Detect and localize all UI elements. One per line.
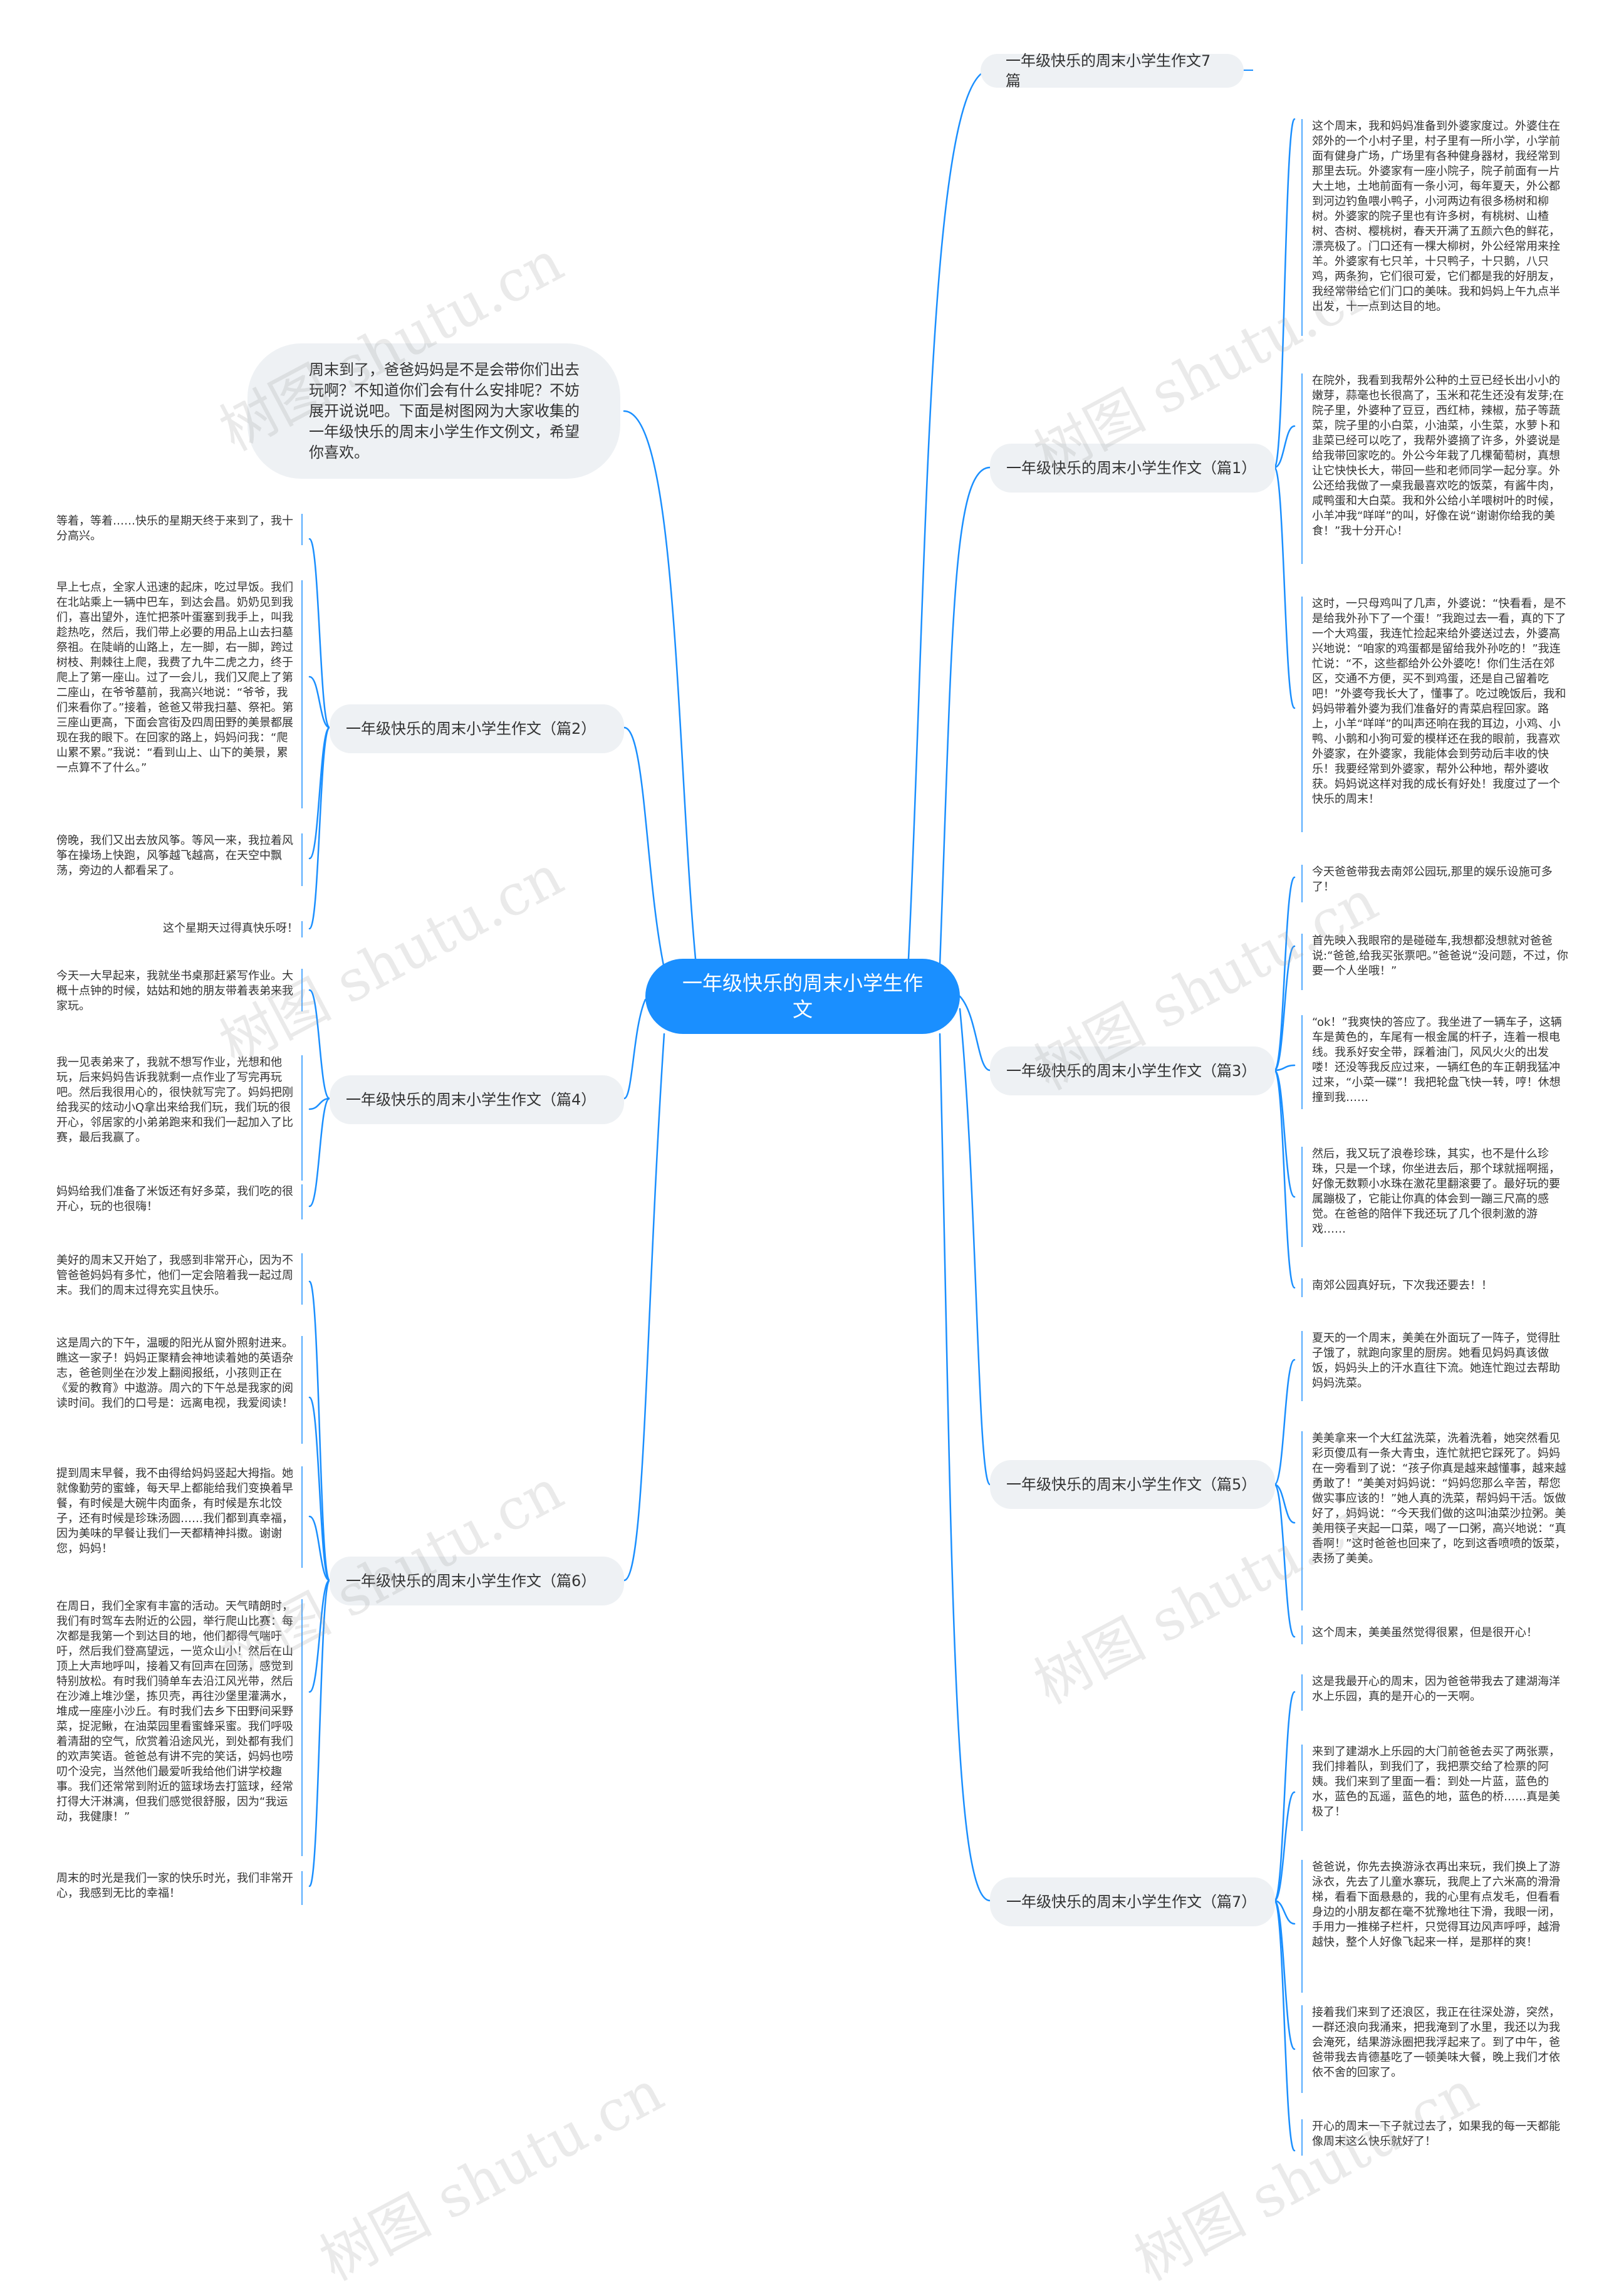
title-node-label: 一年级快乐的周末小学生作文7篇 [1006,52,1211,90]
root-topic-label: 一年级快乐的周末小学生作文 [682,971,923,1021]
leaf-p6-1: 美好的周末又开始了，我感到非常开心，因为不管爸爸妈妈有多忙，他们一定会陪着我一起… [56,1254,293,1297]
leaf-p2-4: 这个星期天过得真快乐呀！ [163,922,298,935]
leaf-p3-3: “ok！”我爽快的答应了。我坐进了一辆车子，这辆车是黄色的，车尾有一根金属的杆子… [1312,1016,1562,1104]
branch-p1[interactable]: 一年级快乐的周末小学生作文（篇1） [990,444,1275,493]
leaf-p5-3: 这个周末，美美虽然觉得很累，但是很开心！ [1312,1626,1538,1639]
leaf-p5-2: 美美拿来一个大红盆洗菜，洗着洗着，她突然看见彩页傻瓜有一条大青虫，连忙就把它踩死… [1312,1432,1566,1565]
leaf-p3-5: 南郊公园真好玩，下次我还要去！！ [1312,1279,1492,1292]
leaf-p2-3: 傍晚，我们又出去放风筝。等风一来，我拉着风筝在操场上快跑，风筝越飞越高，在天空中… [56,834,293,877]
leaf-p6-2: 这是周六的下午，温暖的阳光从窗外照射进来。瞧这一家子！妈妈正聚精会神地读着她的英… [56,1337,293,1410]
root-topic[interactable]: 一年级快乐的周末小学生作文 [645,959,960,1034]
leaf-p6-4: 在周日，我们全家有丰富的活动。天气晴朗时，我们有时驾车去附近的公园，举行爬山比赛… [56,1600,293,1824]
leaf-p7-2: 来到了建湖水上乐园的大门前爸爸去买了两张票，我们排着队，到我们了，我把票交给了检… [1312,1745,1560,1819]
leaf-p7-4: 接着我们来到了还浪区，我正在往深处游，突然，一群还浪向我涌来，把我淹到了水里，我… [1312,2006,1560,2079]
title-node[interactable]: 一年级快乐的周末小学生作文7篇 [981,52,1244,90]
intro-node[interactable]: 周末到了，爸爸妈妈是不是会带你们出去玩啊？不知道你们会有什么安排呢？不妨展开说说… [247,343,620,479]
leaf-p1-2: 在院外，我看到我帮外公种的土豆已经长出小小的嫩芽，蒜毫也长很高了，玉米和花生还没… [1312,374,1565,538]
leaf-p7-1: 这是我最开心的周末，因为爸爸带我去了建湖海洋水上乐园，真的是开心的一天啊。 [1312,1675,1560,1703]
leaf-p6-5: 周末的时光是我们一家的快乐时光，我们非常开心，我感到无比的幸福！ [56,1872,293,1900]
leaf-p4-2: 我一见表弟来了，我就不想写作业，光想和他玩，后来妈妈告诉我就剩一点作业了写完再玩… [56,1056,293,1144]
branch-p1-label: 一年级快乐的周末小学生作文（篇1） [1006,459,1257,477]
leaf-p3-1: 今天爸爸带我去南郊公园玩,那里的娱乐设施可多了！ [1312,865,1553,894]
leaf-p3-4: 然后，我又玩了浪卷珍珠，其实，也不是什么珍珠，只是一个球，你坐进去后，那个球就摇… [1312,1147,1560,1236]
branch-p3[interactable]: 一年级快乐的周末小学生作文（篇3） [990,1046,1275,1095]
branch-p7[interactable]: 一年级快乐的周末小学生作文（篇7） [990,1877,1275,1926]
branch-p2-label: 一年级快乐的周末小学生作文（篇2） [346,720,596,738]
leaf-p4-3: 妈妈给我们准备了米饭还有好多菜，我们吃的很开心，玩的也很嗨！ [56,1185,293,1213]
branch-p4[interactable]: 一年级快乐的周末小学生作文（篇4） [330,1075,624,1124]
leaf-p1-3: 这时，一只母鸡叫了几声，外婆说：“快看看，是不是给我外孙下了一个蛋！”我跑过去一… [1312,597,1566,806]
leaf-p2-1: 等着，等着……快乐的星期天终于来到了，我十分高兴。 [56,514,293,543]
leaf-p7-3: 爸爸说，你先去换游泳衣再出来玩，我们换上了游泳衣，先去了儿童水寨玩，我爬上了六米… [1312,1860,1560,1949]
branch-p7-label: 一年级快乐的周末小学生作文（篇7） [1006,1893,1257,1911]
branch-p3-label: 一年级快乐的周末小学生作文（篇3） [1006,1062,1257,1080]
intro-text: 周末到了，爸爸妈妈是不是会带你们出去玩啊？不知道你们会有什么安排呢？不妨展开说说… [309,360,580,461]
branch-p5-label: 一年级快乐的周末小学生作文（篇5） [1006,1476,1257,1493]
leaf-p5-1: 夏天的一个周末，美美在外面玩了一阵子，觉得肚子饿了，就跑向家里的厨房。她看见妈妈… [1312,1332,1560,1390]
branch-p6[interactable]: 一年级快乐的周末小学生作文（篇6） [330,1557,624,1605]
leaf-p4-1: 今天一大早起来，我就坐书桌那赶紧写作业。大概十点钟的时候，姑姑和她的朋友带着表弟… [56,969,293,1013]
leaf-p6-3: 提到周末早餐，我不由得给妈妈竖起大拇指。她就像勤劳的蜜蜂，每天早上都能给我们变换… [56,1467,293,1555]
branch-p5[interactable]: 一年级快乐的周末小学生作文（篇5） [990,1460,1275,1509]
branch-p4-label: 一年级快乐的周末小学生作文（篇4） [346,1091,596,1109]
branch-p6-label: 一年级快乐的周末小学生作文（篇6） [346,1572,596,1590]
leaf-p3-2: 首先映入我眼帘的是碰碰车,我想都没想就对爸爸说:“爸爸,给我买张票吧。”爸爸说“… [1312,934,1568,978]
leaf-p2-2: 早上七点，全家人迅速的起床，吃过早饭。我们在北站乘上一辆中巴车，到达会昌。奶奶见… [56,581,294,775]
leaf-p7-5: 开心的周末一下子就过去了，如果我的每一天都能像周末这么快乐就好了！ [1312,2120,1560,2148]
leaf-p1-1: 这个周末，我和妈妈准备到外婆家度过。外婆住在郊外的一个小村子里，村子里有一所小学… [1312,120,1560,313]
branch-p2[interactable]: 一年级快乐的周末小学生作文（篇2） [330,704,624,753]
